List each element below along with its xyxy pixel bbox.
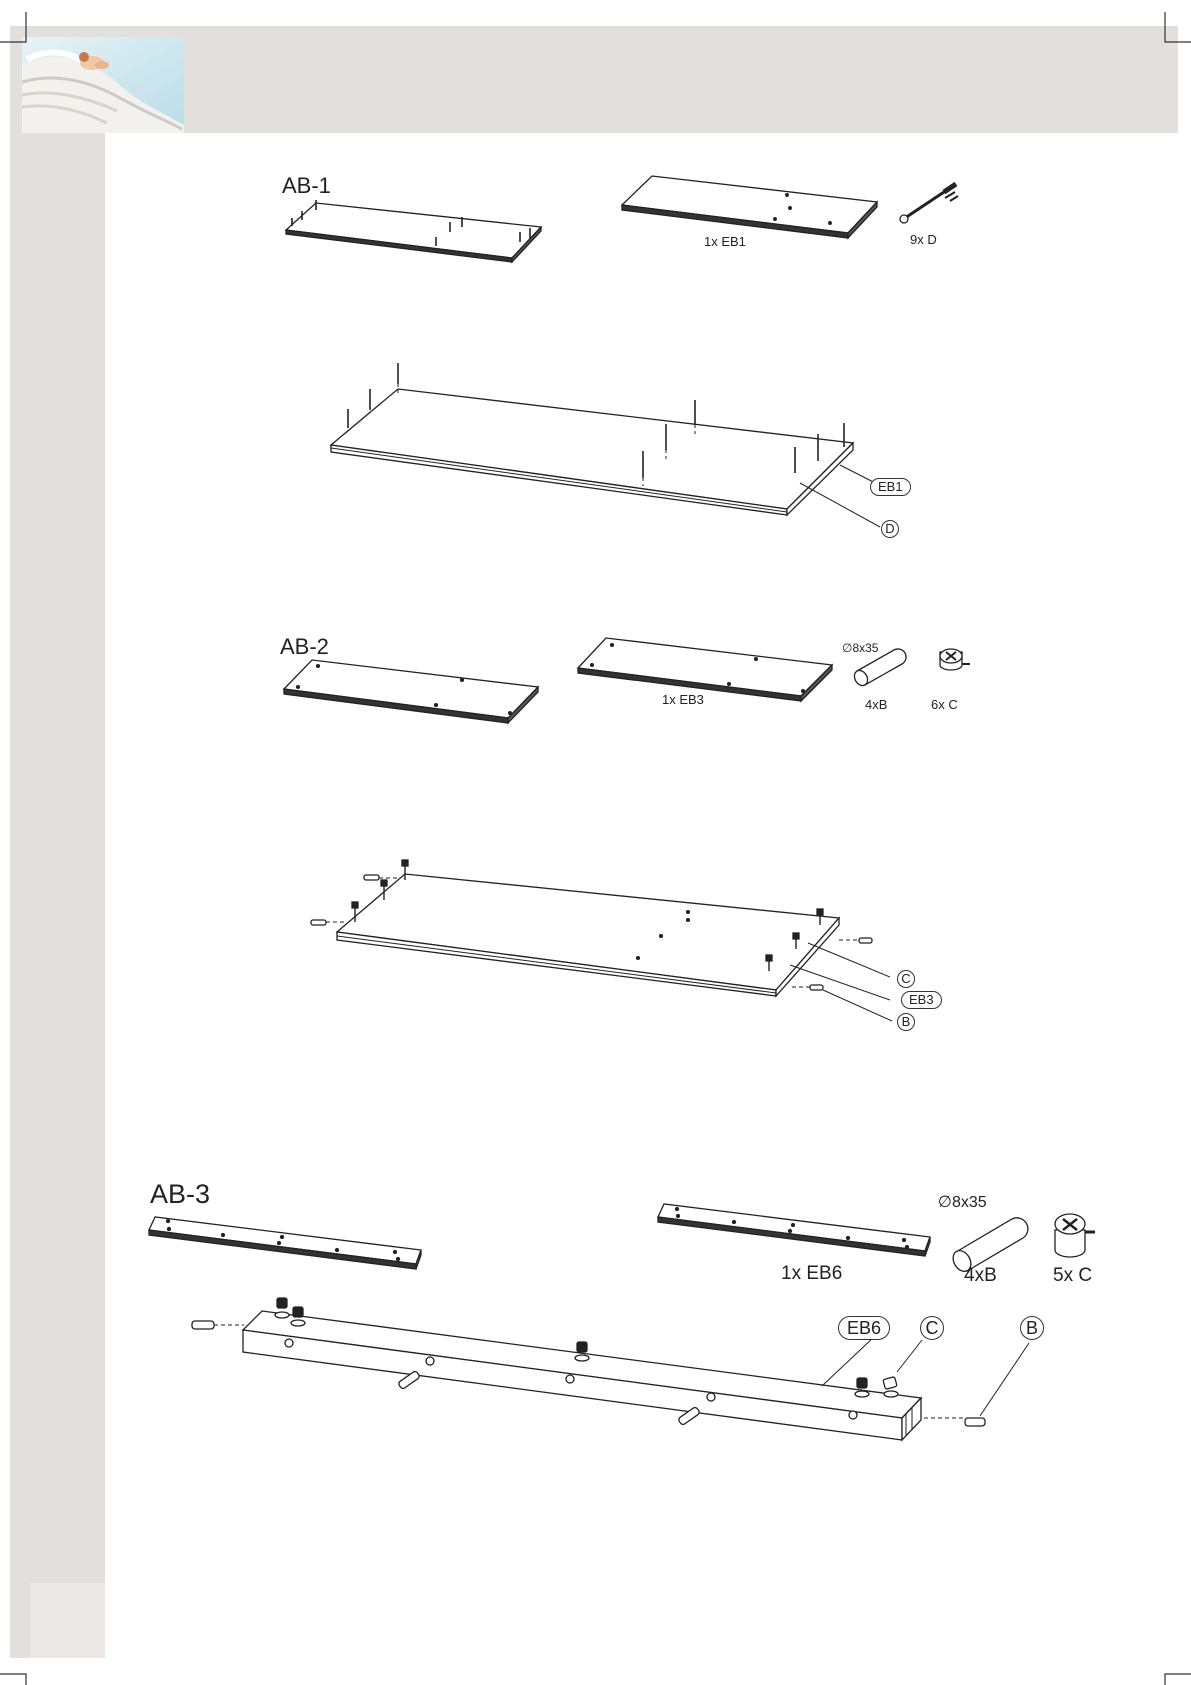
callout-ab3-cam-c: C (920, 1316, 944, 1340)
callout-eb6: EB6 (838, 1316, 890, 1340)
callout-ab3-dowel-b: B (1020, 1316, 1044, 1340)
